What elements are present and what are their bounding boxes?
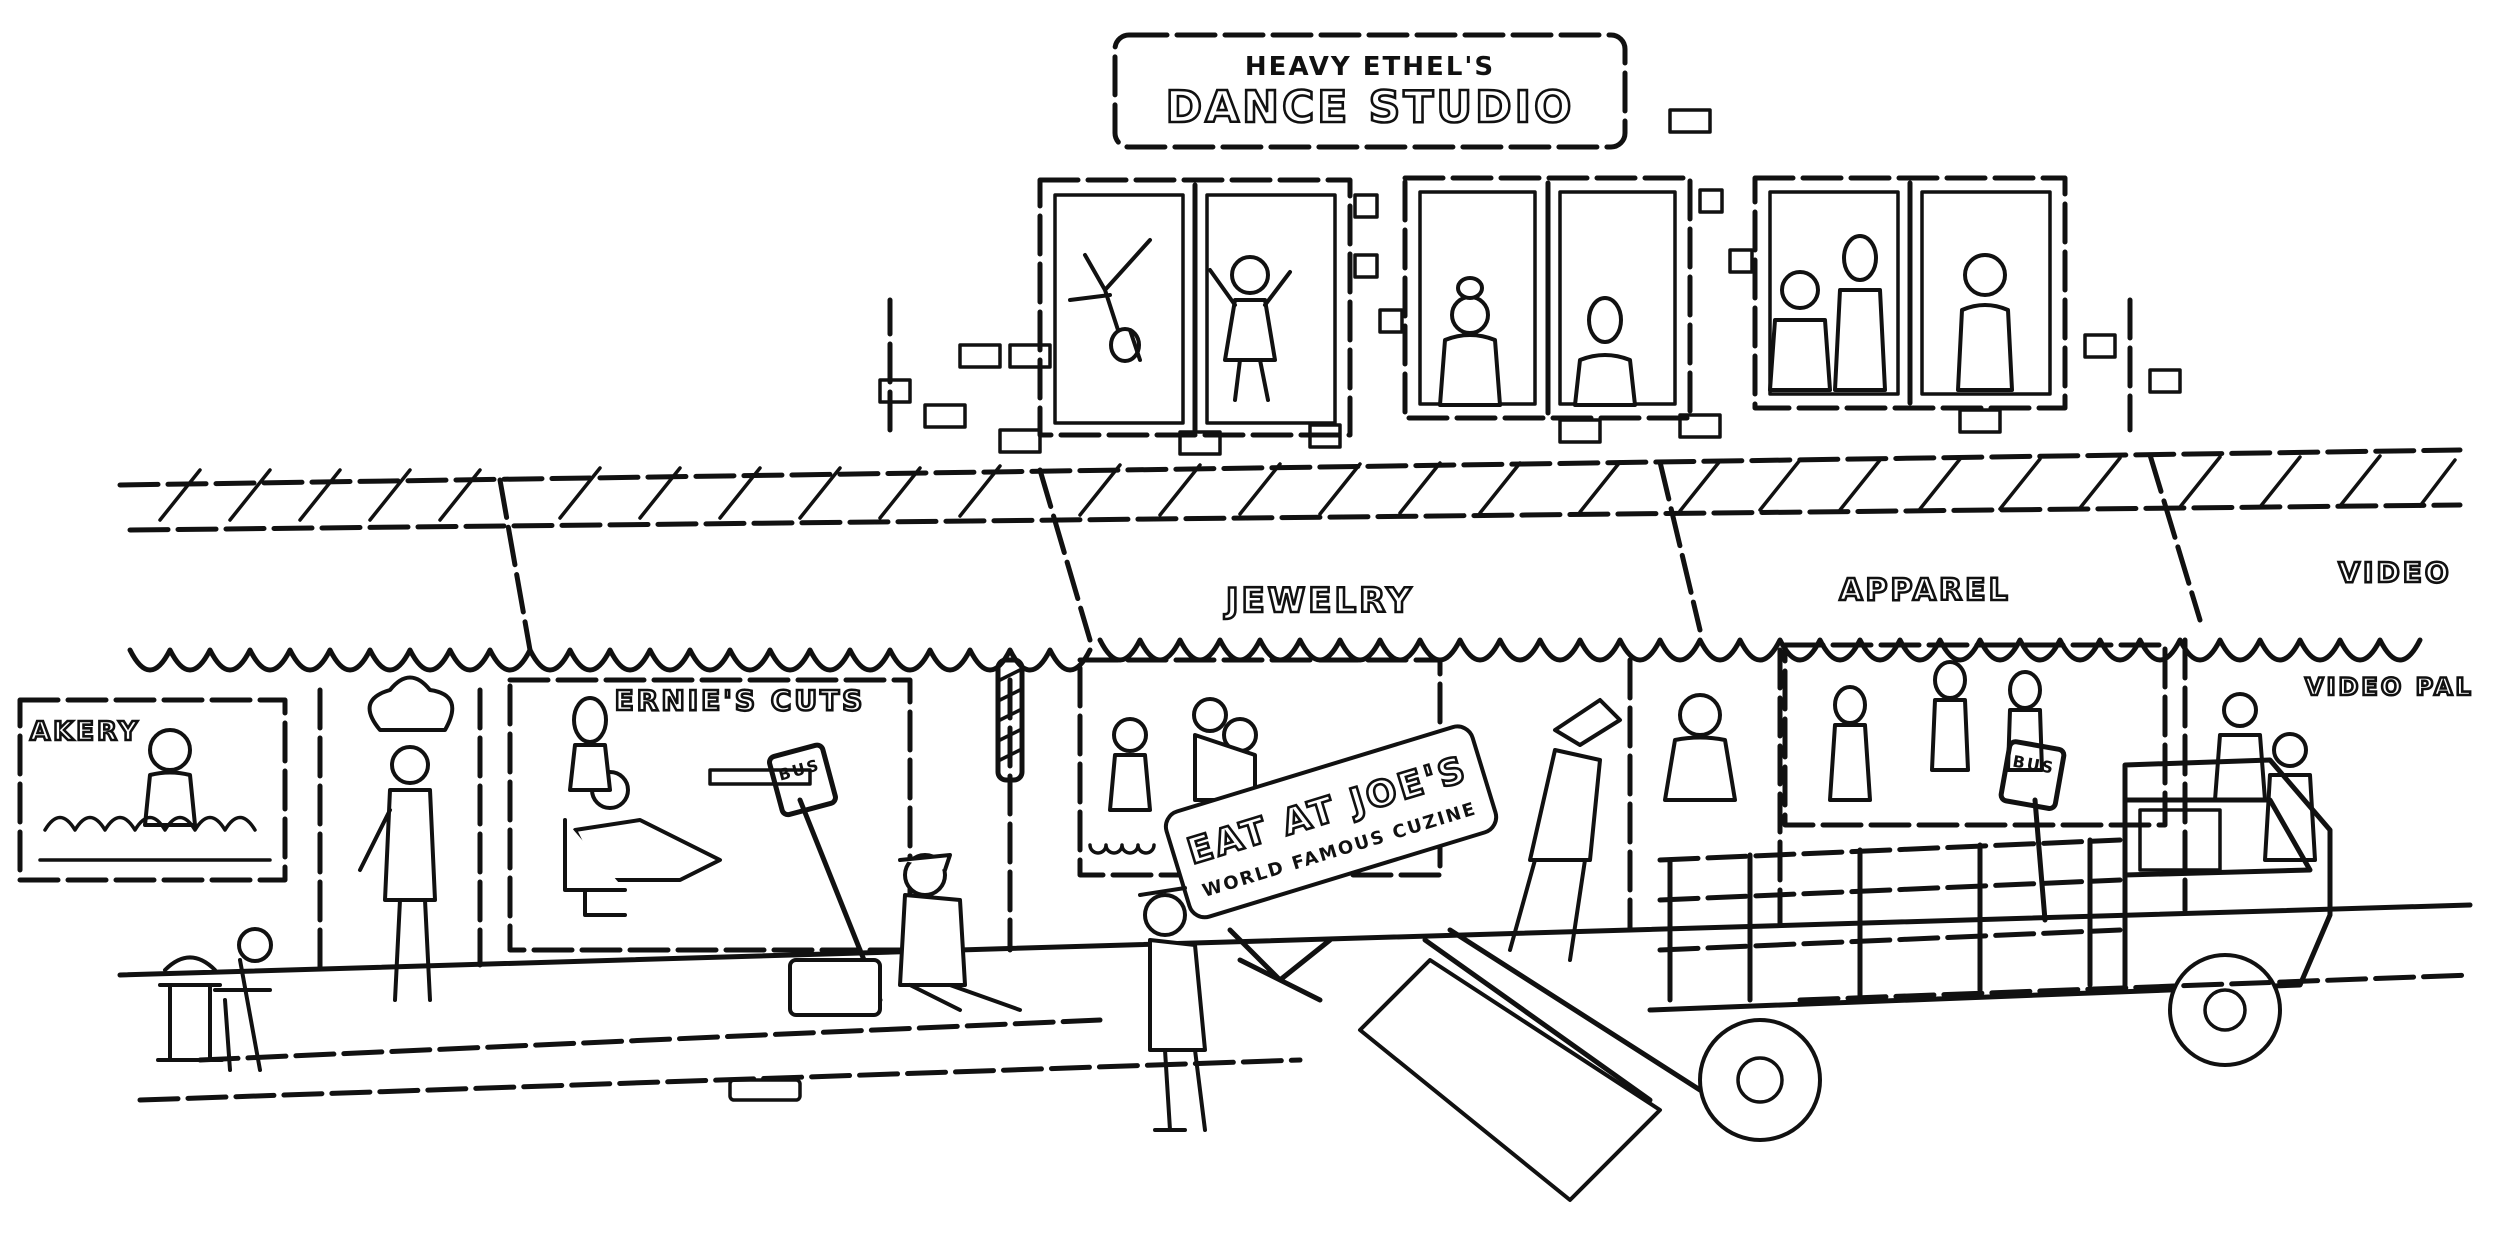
dance-studio-sign: HEAVY ETHEL'S DANCE STUDIO — [1112, 32, 1628, 150]
loading-rail — [1422, 927, 1703, 1103]
workman-with-toolbox — [788, 853, 1022, 1017]
barber-ernie — [568, 696, 612, 792]
dancer-girl — [1208, 255, 1292, 402]
dance-studio-sign-line1: HEAVY ETHEL'S — [1245, 52, 1495, 82]
truck-wheel-rear — [1698, 1018, 1822, 1142]
video-customers — [2213, 692, 2317, 862]
dancer-cartwheel — [1068, 238, 1152, 363]
awnings: JEWELRY APPAREL VIDEO — [117, 447, 2463, 673]
awning-label-video: VIDEO — [2338, 556, 2451, 589]
bakery-sign: AKERY — [30, 717, 140, 747]
bakery-baker-woman — [143, 728, 197, 827]
flatbed-truck — [1647, 757, 2333, 1142]
studio-window-right — [1752, 175, 2068, 411]
video-storefront: VIDEO PAL — [2213, 672, 2474, 862]
window-woman-right — [1956, 253, 2014, 392]
window-man — [1573, 296, 1637, 407]
dog-icon — [213, 927, 273, 1072]
apparel-mannequins — [1828, 660, 2044, 802]
jewelry-couple — [1192, 697, 1258, 802]
bus-stop-sign-1-label: BUS — [776, 755, 822, 784]
bakery-pastries — [38, 815, 272, 862]
studio-window-left — [1037, 177, 1353, 438]
jewelry-pearls — [1088, 843, 1156, 855]
window-woman — [1438, 276, 1502, 407]
mover-left — [1138, 886, 1207, 1132]
storefronts: AKERY ERNIE'S CUTS — [17, 637, 2474, 978]
apparel-storefront — [1782, 642, 2168, 828]
jewelry-customer-1 — [1108, 717, 1152, 812]
onlooker-woman — [1663, 693, 1737, 802]
barber-customer-in-chair — [563, 770, 722, 917]
jewelry-storefront — [1077, 657, 1443, 878]
baker-man — [358, 675, 455, 1002]
storm-drain — [728, 1078, 802, 1102]
truck-wheel-front — [2168, 953, 2282, 1067]
loading-ramp — [1358, 958, 1662, 1202]
barber-pole-icon — [995, 657, 1025, 783]
barber-storefront: ERNIE'S CUTS — [507, 677, 913, 953]
window-couple — [1768, 234, 1887, 392]
mover-right — [1508, 698, 1622, 962]
video-window-sign: VIDEO PAL — [2305, 673, 2474, 701]
awning-label-apparel: APPAREL — [1839, 573, 2010, 608]
eat-at-joes-sign: EAT AT JOE'S WORLD FAMOUS CUZINE — [1163, 724, 1499, 1003]
dance-studio-facade: HEAVY ETHEL'S DANCE STUDIO — [878, 32, 2182, 456]
dance-studio-sign-line2: DANCE STUDIO — [1166, 82, 1575, 133]
street-curb — [137, 972, 2473, 1103]
awning-label-jewelry: JEWELRY — [1224, 581, 1414, 621]
bus-stop-sign-2-label: BUS — [2011, 752, 2056, 778]
barber-shelf — [708, 768, 812, 786]
bakery-storefront: AKERY — [17, 697, 288, 883]
barber-sign: ERNIE'S CUTS — [615, 684, 866, 717]
